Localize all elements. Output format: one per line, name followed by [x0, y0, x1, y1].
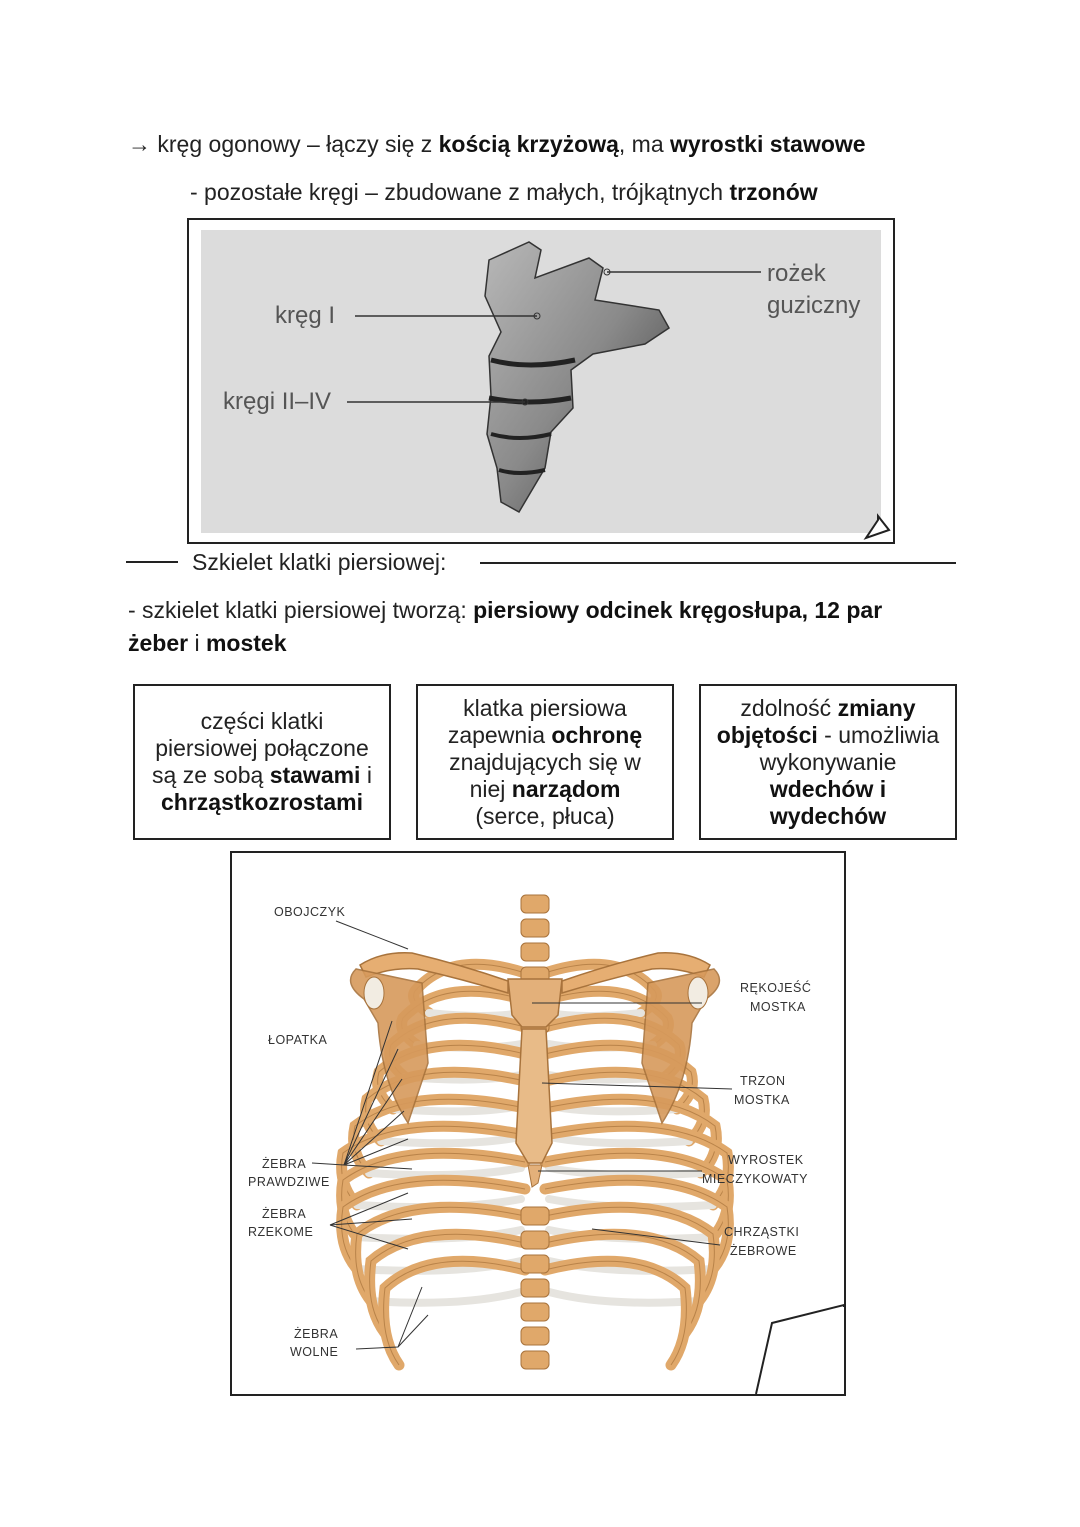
info-box-joints: części klatki piersiowej połączone są ze…: [133, 684, 391, 840]
box-text: znajdujących się w: [449, 748, 641, 775]
info-box-protection: klatka piersiowa zapewnia ochronę znajdu…: [416, 684, 674, 840]
rib-outline: [365, 1071, 526, 1142]
label-false-ribs-2: RZEKOME: [248, 1225, 314, 1239]
rib-outline: [544, 1179, 729, 1270]
xiphoid-process: [527, 1164, 543, 1188]
box-text: wykonywanie: [759, 748, 897, 775]
costal-cartilage: [365, 1164, 525, 1180]
label-scapula: ŁOPATKA: [268, 1033, 328, 1047]
sternum-body: [515, 1028, 553, 1164]
vertebra: [520, 1278, 550, 1298]
label-clavicle: OBOJCZYK: [274, 905, 346, 919]
costal-cartilage: [545, 1288, 703, 1307]
label-cartilage-2: ŻEBROWE: [730, 1244, 797, 1258]
box-text: objętości - umożliwia: [716, 721, 940, 748]
costal-cartilage: [545, 1164, 705, 1180]
text-segment: - szkielet klatki piersiowej tworzą:: [128, 597, 474, 623]
label-true-ribs-1: ŻEBRA: [262, 1157, 307, 1171]
text-segment: , ma: [618, 131, 671, 157]
box-text: wydechów: [769, 802, 887, 829]
bold-term: wyrostki stawowe: [670, 131, 866, 157]
box-text: zdolność zmiany: [740, 694, 916, 721]
vertebra: [520, 1230, 550, 1250]
label-sternum-body-1: TRZON: [740, 1074, 786, 1088]
label-sternum-body-2: MOSTKA: [734, 1093, 790, 1107]
bold-term: kością krzyżową: [438, 131, 619, 157]
label-false-ribs-1: ŻEBRA: [262, 1207, 307, 1221]
bold-term: trzonów: [729, 179, 818, 205]
label-true-ribs-2: PRAWDZIWE: [248, 1175, 330, 1189]
vertebra: [520, 894, 550, 914]
heading-rule-left: [126, 561, 178, 563]
label-xiphoid-1: WYROSTEK: [728, 1153, 804, 1167]
costal-cartilage: [377, 1133, 525, 1148]
coccyx-line: → kręg ogonowy – łączy się z kością krzy…: [128, 131, 866, 158]
vertebra: [520, 1206, 550, 1226]
thorax-para-line2: żeber i mostek: [128, 630, 287, 657]
label-xiphoid-2: MIECZYKOWATY: [702, 1172, 808, 1186]
costal-cartilage: [367, 1288, 525, 1307]
rib-outline: [544, 1233, 701, 1334]
vertebra: [520, 918, 550, 938]
vertebra: [520, 942, 550, 962]
box-text: chrząstkozrostami: [161, 789, 363, 815]
label-horn-line2: guziczny: [767, 292, 861, 319]
rib-outline: [544, 1206, 715, 1302]
thorax-para-line1: - szkielet klatki piersiowej tworzą: pie…: [128, 597, 882, 624]
label-floating-ribs-1: ŻEBRA: [294, 1327, 339, 1341]
coccyx-illustration: [201, 230, 891, 540]
vertebra: [520, 1326, 550, 1346]
rib-outline: [544, 1098, 717, 1174]
label-vertebra-1: kręg I: [275, 302, 336, 329]
bold-term: mostek: [205, 630, 287, 656]
rib-outline: [383, 1260, 526, 1366]
text-segment: i: [188, 630, 206, 656]
box-text: niej narządom: [469, 775, 621, 802]
rib-outline: [544, 1260, 687, 1366]
bold-term: żeber: [128, 630, 189, 656]
label-cartilage-1: CHRZĄSTKI: [724, 1225, 800, 1239]
rib-outline: [341, 1179, 526, 1270]
info-box-volume: zdolność zmiany objętości - umożliwia wy…: [699, 684, 957, 840]
coccyx-figure: kręg I kręgi II–IV rożek guziczny: [187, 218, 895, 544]
box-text: wdechów i: [769, 775, 887, 802]
vertebra: [520, 1254, 550, 1274]
box-text: części klatki: [200, 708, 324, 734]
text-segment: - pozostałe kręgi – zbudowane z małych, …: [190, 179, 730, 205]
label-floating-ribs-2: WOLNE: [290, 1345, 339, 1359]
box-text: klatka piersiowa: [463, 694, 627, 721]
vertebra: [520, 1302, 550, 1322]
ribcage-figure: OBOJCZYK ŁOPATKA ŻEBRA PRAWDZIWE ŻEBRA R…: [230, 851, 846, 1396]
thorax-heading: Szkielet klatki piersiowej:: [192, 549, 447, 575]
vertebra: [520, 1350, 550, 1370]
rib: [539, 1255, 692, 1371]
rib-outline: [544, 1071, 705, 1142]
rib: [378, 1255, 531, 1371]
label-horn-line1: rożek: [767, 260, 826, 287]
heading-rule-right: [480, 562, 956, 564]
label-vertebrae-2-4: kręgi II–IV: [223, 388, 332, 415]
label-manubrium-1: RĘKOJEŚĆ: [740, 981, 812, 995]
arrow-icon: →: [128, 131, 151, 157]
rib-outline: [355, 1206, 526, 1302]
box-text: zapewnia ochronę: [447, 721, 643, 748]
costal-cartilage: [545, 1133, 693, 1148]
box-text: (serce, płuca): [475, 802, 615, 829]
ribcage-illustration: [311, 894, 844, 1394]
text-segment: kręg ogonowy – łączy się z: [151, 131, 439, 157]
box-text: piersiowej połączone: [155, 735, 369, 761]
label-manubrium-2: MOSTKA: [750, 1000, 806, 1014]
box-text: są ze sobą stawami i: [152, 762, 372, 788]
rib-outline: [353, 1098, 526, 1174]
rib-outline: [369, 1233, 526, 1334]
bold-term: piersiowy odcinek kręgosłupa, 12 par: [473, 597, 883, 623]
other-vertebrae-line: - pozostałe kręgi – zbudowane z małych, …: [190, 179, 818, 206]
